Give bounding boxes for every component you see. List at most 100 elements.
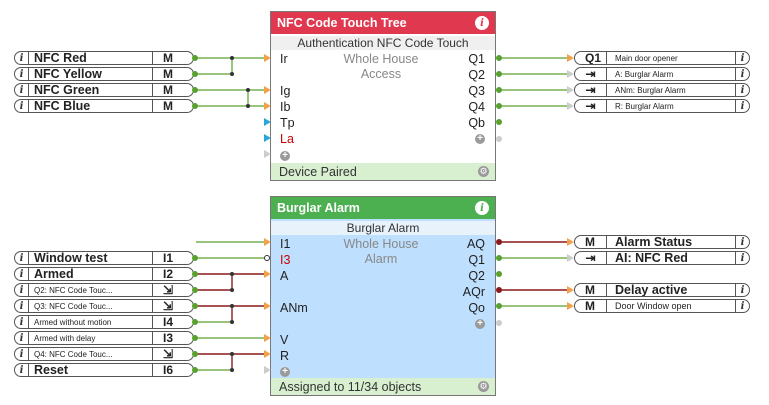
connector-dot[interactable] [192,335,198,341]
connector-dot[interactable] [192,255,198,261]
connector-dot[interactable] [192,351,198,357]
output-pin-dot[interactable] [496,271,502,277]
info-icon[interactable]: i [19,284,24,296]
input-pin-marker[interactable] [264,270,271,278]
info-icon[interactable]: i [19,52,24,64]
input-pin-marker[interactable] [264,118,271,126]
info-icon[interactable]: i [735,68,749,80]
info-icon[interactable]: i [735,52,749,64]
info-icon[interactable]: i [735,100,749,112]
info-icon[interactable]: i [475,201,489,215]
input-pin-marker[interactable] [264,350,271,358]
input-ref-window-test[interactable]: i Window test I1 [14,251,194,265]
pin-aqr[interactable]: AQr [462,285,485,299]
output-pin-dot[interactable] [496,103,502,109]
pin-a[interactable]: A [280,269,289,283]
input-ref-q2-nfc[interactable]: i Q2: NFC Code Touc... ⇲ [14,283,194,297]
pin-v[interactable]: V [280,333,289,347]
info-icon[interactable]: i [19,300,24,312]
input-ref-nfc-yellow[interactable]: i NFC Yellow M [14,67,194,81]
output-pin-dot[interactable] [496,136,502,142]
info-icon[interactable]: i [19,268,24,280]
output-pin-dot[interactable] [496,287,502,293]
connector-dot[interactable] [192,55,198,61]
info-icon[interactable]: i [19,252,24,264]
add-output-icon[interactable]: + [475,319,485,329]
pin-la[interactable]: La [280,132,294,146]
input-ref-nfc-blue[interactable]: i NFC Blue M [14,99,194,113]
gear-icon[interactable]: ⚙ [478,381,489,392]
gear-icon[interactable]: ⚙ [478,166,489,177]
input-pin-marker[interactable] [264,366,271,374]
output-ref-door-window-open[interactable]: M Door Window open i [574,299,750,313]
info-icon[interactable]: i [735,300,749,312]
output-ref-alarm-status[interactable]: M Alarm Status i [574,235,750,249]
info-icon[interactable]: i [735,236,749,248]
info-icon[interactable]: i [19,68,24,80]
pin-tp[interactable]: Tp [280,116,295,130]
output-ref-main-door[interactable]: Q1 Main door opener i [574,51,750,65]
add-output-icon[interactable]: + [475,134,485,144]
connector-dot[interactable] [192,87,198,93]
add-input-icon[interactable]: + [280,151,290,161]
burglar-alarm-block[interactable]: Burglar Alarm i Burglar Alarm Whole Hous… [270,196,496,396]
info-icon[interactable]: i [19,348,24,360]
block-header[interactable]: NFC Code Touch Tree i [271,12,495,34]
output-pin-dot[interactable] [496,87,502,93]
input-pin-marker[interactable] [264,54,271,62]
nfc-code-touch-block[interactable]: NFC Code Touch Tree i Authentication NFC… [270,11,496,181]
output-ref-ai-nfc-red[interactable]: ⇥ AI: NFC Red i [574,251,750,265]
input-pin-marker[interactable] [264,86,271,94]
output-pin-dot[interactable] [496,303,502,309]
output-pin-dot[interactable] [496,71,502,77]
connector-dot[interactable] [192,367,198,373]
pin-q3[interactable]: Q3 [468,84,485,98]
input-ref-armed-without-motion[interactable]: i Armed without motion I4 [14,315,194,329]
input-pin-marker[interactable] [264,102,271,110]
input-ref-nfc-red[interactable]: i NFC Red M [14,51,194,65]
negated-pin-circle[interactable] [264,255,270,261]
output-pin-dot[interactable] [496,239,502,245]
input-ref-q4-nfc[interactable]: i Q4: NFC Code Touc... ⇲ [14,347,194,361]
input-pin-marker[interactable] [264,134,271,142]
input-ref-armed[interactable]: i Armed I2 [14,267,194,281]
output-pin-dot[interactable] [496,255,502,261]
output-ref-a-burglar[interactable]: ⇥ A: Burglar Alarm i [574,67,750,81]
pin-i1[interactable]: I1 [280,237,291,251]
info-icon[interactable]: i [475,16,489,30]
connector-dot[interactable] [192,287,198,293]
connector-dot[interactable] [192,303,198,309]
pin-q4[interactable]: Q4 [468,100,485,114]
info-icon[interactable]: i [19,332,24,344]
pin-qb[interactable]: Qb [468,116,485,130]
info-icon[interactable]: i [19,364,24,376]
info-icon[interactable]: i [735,284,749,296]
pin-i3[interactable]: I3 [280,253,291,267]
input-pin-marker[interactable] [264,150,271,158]
connector-dot[interactable] [192,319,198,325]
pin-qo[interactable]: Qo [468,301,485,315]
output-ref-delay-active[interactable]: M Delay active i [574,283,750,297]
pin-aq[interactable]: AQ [466,237,485,251]
info-icon[interactable]: i [19,100,24,112]
input-pin-marker[interactable] [264,238,271,246]
add-input-icon[interactable]: + [280,367,290,377]
info-icon[interactable]: i [19,316,24,328]
pin-ib[interactable]: Ib [280,100,291,114]
connector-dot[interactable] [192,71,198,77]
input-pin-marker[interactable] [264,302,271,310]
pin-q1[interactable]: Q1 [468,52,485,66]
pin-ir[interactable]: Ir [280,52,288,66]
pin-r[interactable]: R [280,349,290,363]
output-pin-dot[interactable] [496,119,502,125]
pin-q2[interactable]: Q2 [468,68,485,82]
output-pin-dot[interactable] [496,55,502,61]
pin-q1[interactable]: Q1 [468,253,485,267]
output-ref-r-burglar[interactable]: ⇥ R: Burglar Alarm i [574,99,750,113]
pin-ig[interactable]: Ig [280,84,291,98]
input-ref-armed-with-delay[interactable]: i Armed with delay I3 [14,331,194,345]
output-ref-anm-burglar[interactable]: ⇥ ANm: Burglar Alarm i [574,83,750,97]
input-ref-reset[interactable]: i Reset I6 [14,363,194,377]
info-icon[interactable]: i [19,84,24,96]
info-icon[interactable]: i [735,252,749,264]
